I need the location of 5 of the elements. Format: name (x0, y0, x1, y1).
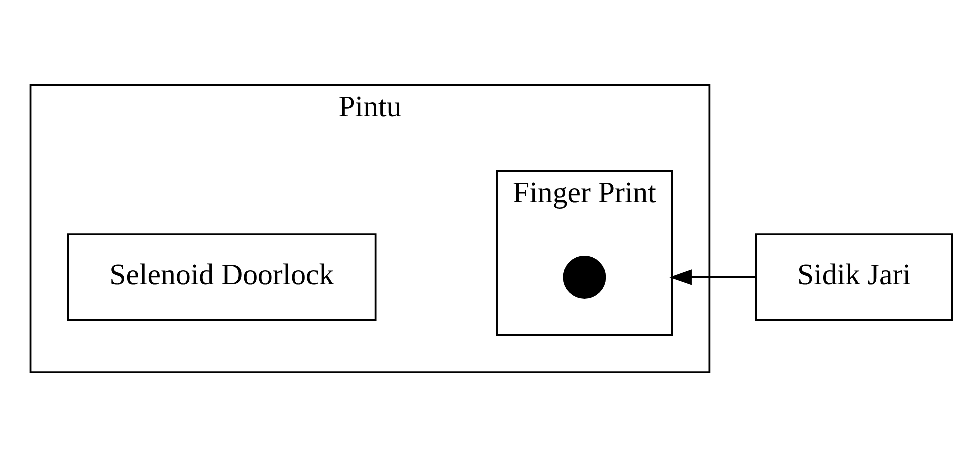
node-box: Selenoid Doorlock (67, 233, 377, 321)
arrow (670, 269, 756, 285)
node-circle (563, 256, 606, 298)
node-box: Sidik Jari (755, 233, 954, 321)
cluster: Finger Print (496, 170, 674, 336)
